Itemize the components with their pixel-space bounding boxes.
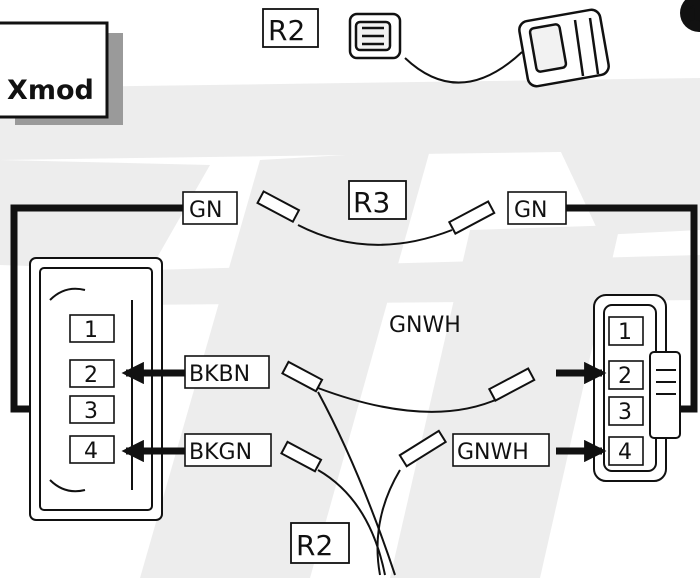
module-label: Xmod xyxy=(7,75,94,106)
wire-label-bkgn: BKGN xyxy=(184,433,272,467)
svg-text:4: 4 xyxy=(618,440,632,465)
r2-top-wire xyxy=(404,51,523,84)
module-box: Xmod xyxy=(0,21,123,125)
svg-text:GN: GN xyxy=(189,198,223,223)
left-pin-3: 3 xyxy=(69,395,115,424)
step-number: 1 xyxy=(688,3,700,28)
left-pin-1: 1 xyxy=(69,314,115,343)
ref-r3: R3 xyxy=(348,180,407,220)
ref-r3-label: R3 xyxy=(353,186,390,219)
left-pin-4: 4 xyxy=(69,435,115,464)
arrows-left xyxy=(121,361,185,463)
wire-label-gn-left: GN xyxy=(182,191,238,225)
svg-text:4: 4 xyxy=(84,439,98,464)
right-pin-4: 4 xyxy=(608,436,644,466)
svg-text:2: 2 xyxy=(618,364,632,389)
svg-text:3: 3 xyxy=(84,399,98,424)
svg-text:BKBN: BKBN xyxy=(189,362,250,387)
svg-text:GN: GN xyxy=(514,198,548,223)
right-pin-1: 1 xyxy=(608,316,644,346)
right-pin-3: 3 xyxy=(608,396,644,426)
connector-socket-icon xyxy=(518,8,610,88)
connector-plug-icon xyxy=(348,12,402,60)
ref-r2-top-label: R2 xyxy=(268,14,305,47)
ref-r2-top: R2 xyxy=(262,8,319,48)
svg-text:2: 2 xyxy=(84,363,98,388)
svg-text:GNWH: GNWH xyxy=(457,440,529,465)
svg-text:3: 3 xyxy=(618,400,632,425)
ref-r2-bottom: R2 xyxy=(290,522,350,564)
terminal-icon xyxy=(280,360,536,473)
ref-r2-bottom-label: R2 xyxy=(296,529,333,562)
left-pin-2: 2 xyxy=(69,359,115,388)
wire-label-gn-right: GN xyxy=(507,191,567,225)
left-connector xyxy=(29,257,163,521)
wire-label-gnwh-center: GNWH xyxy=(389,313,461,338)
wire-label-bkbn: BKBN xyxy=(184,355,270,389)
background-watermark xyxy=(0,78,700,578)
wire-label-gnwh-right: GNWH xyxy=(452,433,550,467)
lower-wires xyxy=(317,387,501,576)
right-pin-2: 2 xyxy=(608,360,644,390)
svg-text:BKGN: BKGN xyxy=(189,440,252,465)
arrows-right xyxy=(556,361,607,463)
step-badge: 1 xyxy=(680,0,700,32)
svg-text:1: 1 xyxy=(618,320,632,345)
r3-wire xyxy=(297,224,453,246)
terminal-icon xyxy=(256,190,496,235)
svg-text:1: 1 xyxy=(84,318,98,343)
